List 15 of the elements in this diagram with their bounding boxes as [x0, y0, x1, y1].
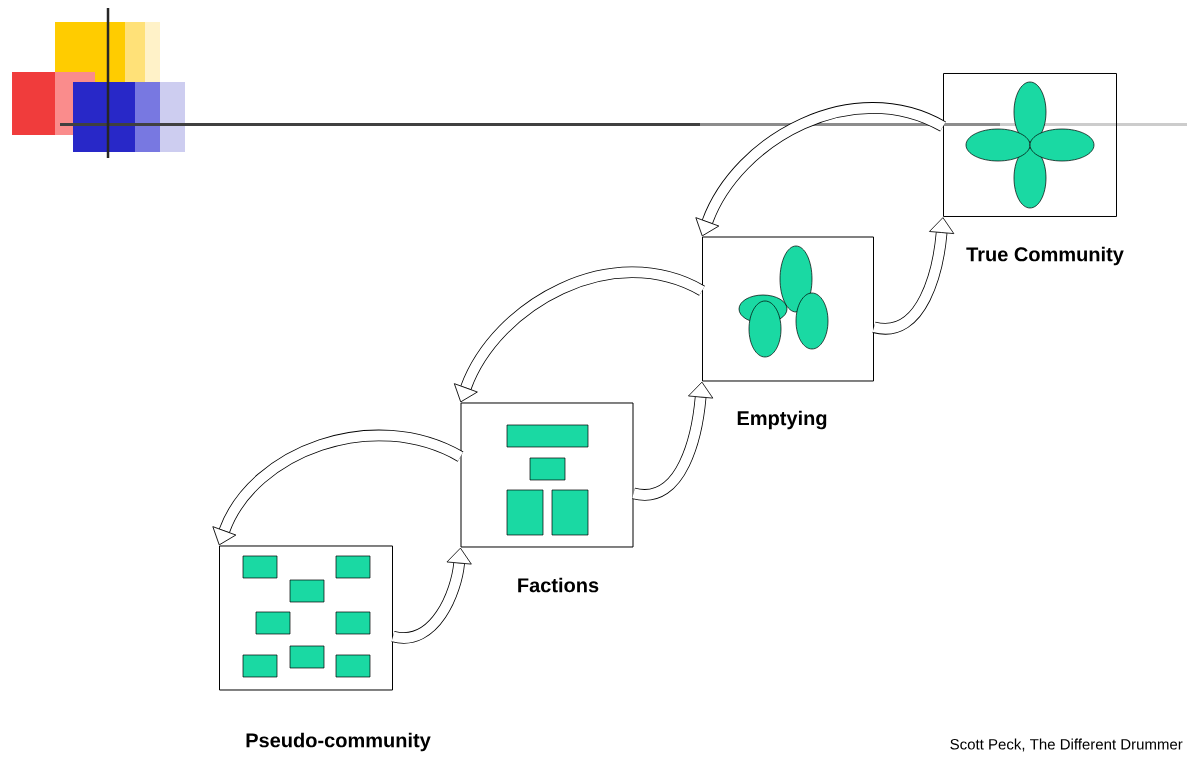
curved-arrow	[392, 547, 472, 644]
citation: Scott Peck, The Different Drummer	[950, 738, 1183, 752]
curved-arrow	[873, 217, 955, 335]
node-label: Emptying	[737, 410, 827, 430]
curved-arrow	[695, 102, 946, 237]
stage-box: True Community	[943, 73, 1124, 266]
stage-box: Factions	[460, 402, 634, 593]
curved-arrow	[453, 266, 705, 403]
curved-arrow	[632, 381, 714, 501]
stage-box: Pseudo-community	[219, 545, 431, 752]
node-label: Pseudo-community	[246, 732, 431, 752]
curved-arrow	[212, 430, 463, 546]
node-label: Factions	[518, 577, 599, 593]
stage-box: Emptying	[702, 236, 874, 430]
node-label: True Community	[966, 246, 1124, 266]
